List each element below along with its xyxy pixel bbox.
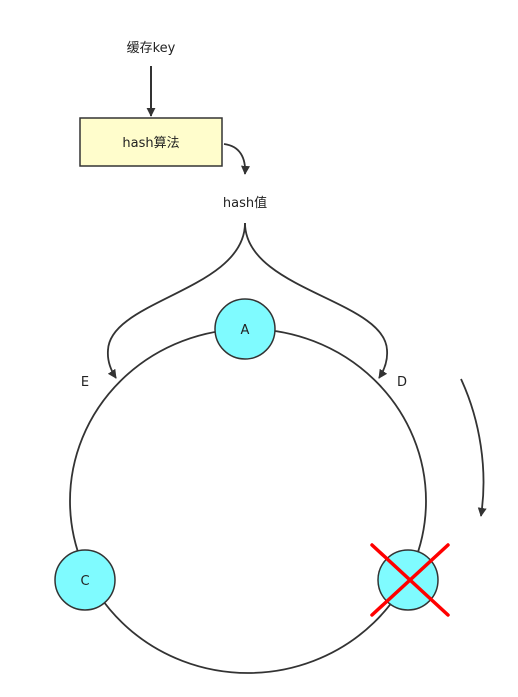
hash-ring [69,328,427,674]
cache-key-label: 缓存key [127,41,176,56]
hash-to-ring-right-arrow [244,222,389,379]
ring-marker-e: E [81,375,89,390]
hash-algorithm-label: hash算法 [122,136,179,151]
hash-to-ring-left-arrow [106,222,246,379]
node-a-label: A [241,323,250,338]
node-a [214,298,276,360]
ring-marker-d: D [397,375,407,390]
hash-to-value-arrow [223,143,250,175]
hash-value-label: hash值 [223,195,267,211]
node-c-label: C [80,574,89,589]
node-c [54,549,116,611]
removed-node-cross-icon [370,543,450,617]
hash-algorithm-box [79,117,223,167]
clockwise-direction-arrow [460,378,487,517]
